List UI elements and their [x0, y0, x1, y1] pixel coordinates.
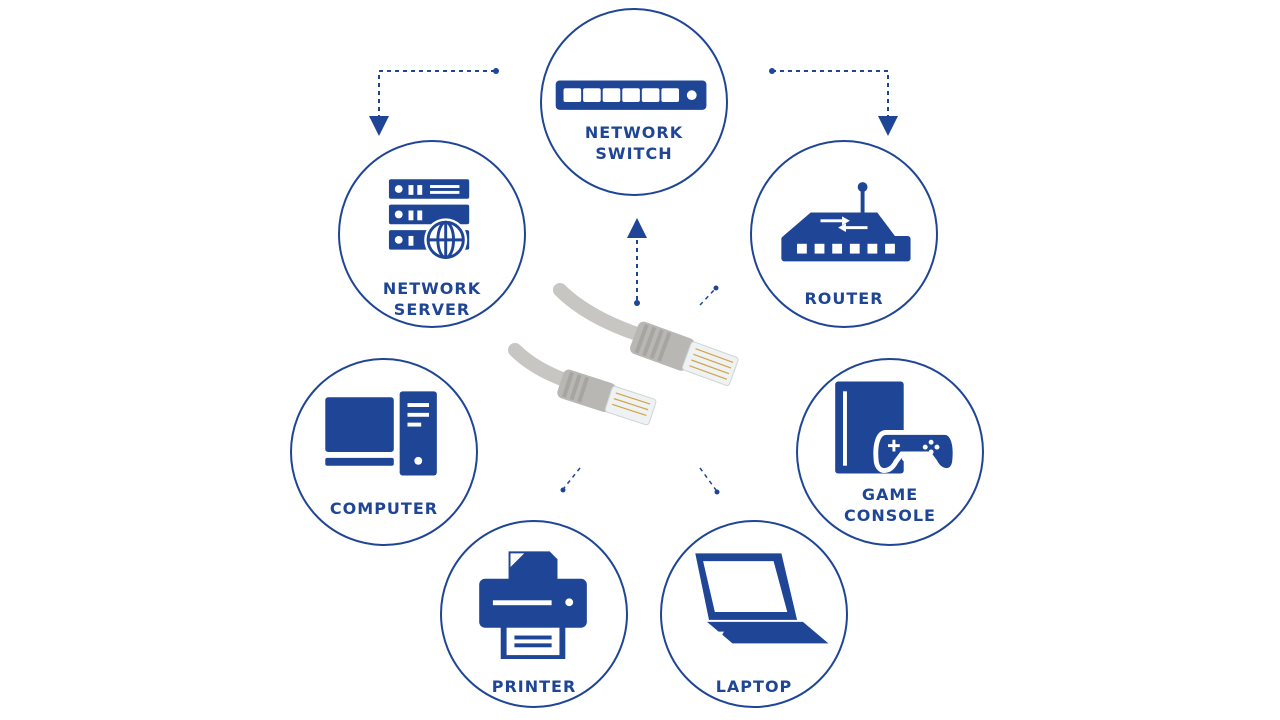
node-label-line1: LAPTOP [715, 677, 793, 696]
laptop-icon [695, 553, 829, 644]
node-laptop: LAPTOP [660, 520, 848, 708]
node-game-console: GAME CONSOLE [796, 358, 984, 546]
node-label-line1: NETWORK [382, 279, 482, 298]
node-network-server: NETWORK SERVER [338, 140, 526, 328]
node-computer: COMPUTER [290, 358, 478, 546]
node-label-line1: PRINTER [491, 677, 577, 696]
node-router: ROUTER [750, 140, 938, 328]
node-network-switch: NETWORK SWITCH [540, 8, 728, 196]
ethernet-cable-image [508, 283, 739, 426]
node-label-line2: CONSOLE [844, 506, 936, 525]
game-console-icon [835, 381, 958, 474]
node-label-line2: SERVER [393, 300, 471, 319]
printer-icon [479, 551, 587, 660]
network-switch-icon [555, 80, 707, 110]
connector-switch-to-router [772, 70, 898, 136]
connector-cable-to-computer [563, 467, 581, 489]
node-label-line2: SWITCH [595, 144, 673, 163]
node-label-line1: NETWORK [584, 123, 684, 142]
connector-cable-to-router [699, 287, 717, 306]
connector-cable-to-laptop [699, 467, 717, 491]
node-label-line1: COMPUTER [329, 499, 439, 518]
connector-switch-to-server [369, 70, 495, 136]
router-icon [781, 182, 911, 262]
node-label-line1: ROUTER [804, 289, 884, 308]
network-server-icon [388, 179, 470, 262]
node-label-line1: GAME [861, 485, 919, 504]
node-printer: PRINTER [440, 520, 628, 708]
computer-icon [325, 391, 437, 476]
